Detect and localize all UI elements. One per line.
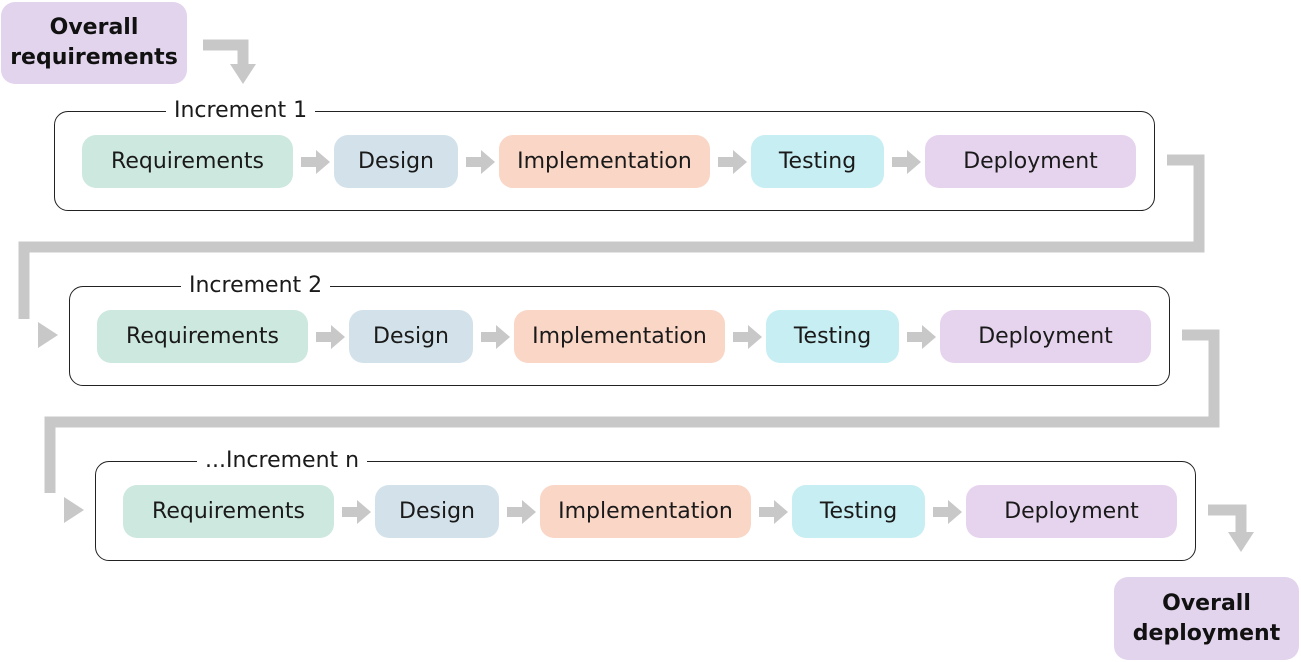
increment-title: ...Increment n — [197, 446, 368, 476]
stage-design: Design — [375, 485, 499, 538]
arrow-right-icon — [733, 325, 762, 349]
stage-deployment: Deployment — [940, 310, 1151, 363]
overall-requirements: Overall requirements — [1, 2, 187, 84]
stage-testing: Testing — [792, 485, 925, 538]
stage-requirements: Requirements — [97, 310, 308, 363]
increment-title: Increment 2 — [181, 271, 331, 301]
increment-2: Increment 2 Requirements Design Implemen… — [69, 271, 1170, 386]
stage-deployment: Deployment — [925, 135, 1136, 188]
stage-testing: Testing — [766, 310, 899, 363]
arrowhead-down-icon — [230, 64, 256, 84]
increment-1: Increment 1 Requirements Design Implemen… — [54, 96, 1155, 211]
overall-deployment: Overall deployment — [1114, 577, 1299, 660]
increment-title: Increment 1 — [166, 96, 316, 126]
arrowhead-right-icon — [64, 497, 84, 523]
stage-design: Design — [334, 135, 458, 188]
stage-testing: Testing — [751, 135, 884, 188]
connector-start-to-increment-1 — [203, 39, 249, 66]
stage-deployment: Deployment — [966, 485, 1177, 538]
stage-implementation: Implementation — [514, 310, 725, 363]
stage-implementation: Implementation — [499, 135, 710, 188]
connector-increment-n-to-end — [1208, 504, 1247, 534]
connector-increment-1-to-2 — [18, 154, 1205, 319]
arrowhead-down-icon — [1228, 532, 1254, 552]
stage-requirements: Requirements — [123, 485, 334, 538]
arrow-right-icon — [718, 150, 747, 174]
arrow-right-icon — [301, 150, 330, 174]
arrow-right-icon — [342, 500, 371, 524]
arrow-right-icon — [316, 325, 345, 349]
stage-design: Design — [349, 310, 473, 363]
arrow-right-icon — [507, 500, 536, 524]
arrow-right-icon — [907, 325, 936, 349]
stage-requirements: Requirements — [82, 135, 293, 188]
arrow-right-icon — [466, 150, 495, 174]
connector-increment-2-to-n — [44, 329, 1220, 493]
stage-implementation: Implementation — [540, 485, 751, 538]
arrow-right-icon — [892, 150, 921, 174]
arrow-right-icon — [759, 500, 788, 524]
increment-n: ...Increment n Requirements Design Imple… — [95, 446, 1196, 561]
arrow-right-icon — [481, 325, 510, 349]
arrowhead-right-icon — [38, 322, 58, 348]
arrow-right-icon — [933, 500, 962, 524]
